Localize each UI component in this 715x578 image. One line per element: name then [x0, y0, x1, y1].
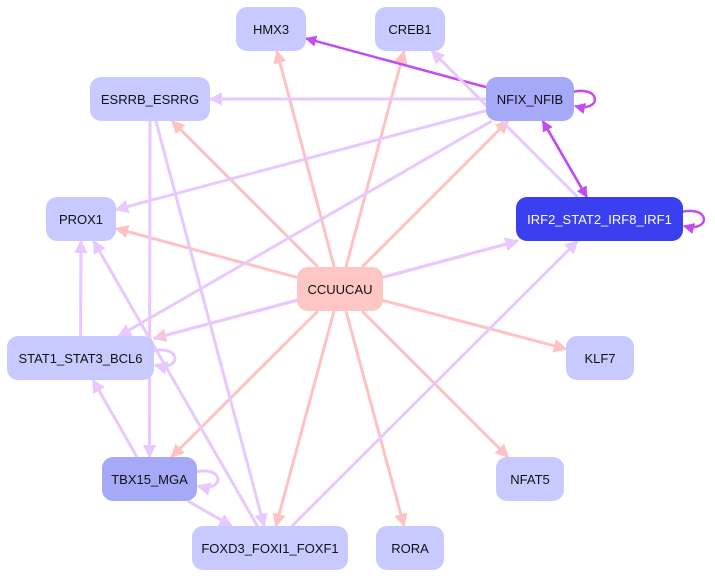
node-nfix-nfib[interactable]: NFIX_NFIB	[486, 77, 574, 121]
node-nfat5[interactable]: NFAT5	[496, 457, 564, 501]
self-loop-stat1_stat3_bcl6	[151, 348, 177, 375]
edge-ccuucau-to-esrrb_esrrg	[170, 119, 320, 269]
edge-nfix_nfib-to-stat1_stat3_bcl6	[117, 119, 493, 338]
node-creb1[interactable]: CREB1	[375, 7, 445, 51]
self-loop-nfix_nfib	[571, 89, 597, 114]
edge-irf2_stat2_irf8_irf1-to-nfix_nfib	[541, 120, 588, 198]
edge-ccuucau-to-klf7	[382, 298, 568, 353]
node-ccuucau[interactable]: CCUUCAU	[297, 267, 383, 311]
self-loop-tbx15_mga	[194, 469, 220, 496]
edge-foxd3_foxi1_foxf1-to-irf2_stat2_irf8_irf1	[290, 239, 579, 528]
node-irf2-stat2-irf8-irf1[interactable]: IRF2_STAT2_IRF8_IRF1	[516, 197, 683, 241]
edge-tbx15_mga-to-stat1_stat3_bcl6	[91, 378, 139, 458]
node-hmx3[interactable]: HMX3	[236, 7, 306, 51]
node-rora[interactable]: RORA	[376, 526, 444, 570]
edge-tbx15_mga-to-foxd3_foxi1_foxf1	[187, 499, 233, 528]
node-prox1[interactable]: PROX1	[46, 197, 116, 241]
edge-nfix_nfib-to-hmx3	[304, 35, 487, 89]
edge-irf2_stat2_irf8_irf1-to-creb1	[430, 49, 579, 199]
node-foxd3-foxi1-foxf1[interactable]: FOXD3_FOXI1_FOXF1	[192, 526, 348, 570]
edge-ccuucau-to-nfix_nfib	[360, 119, 510, 269]
edge-ccuucau-to-foxd3_foxi1_foxf1	[272, 310, 336, 528]
node-stat1-stat3-bcl6[interactable]: STAT1_STAT3_BCL6	[7, 336, 154, 380]
edge-ccuucau-to-tbx15_mga	[170, 309, 320, 459]
node-esrrb-esrrg[interactable]: ESRRB_ESRRG	[90, 77, 210, 121]
node-klf7[interactable]: KLF7	[566, 336, 634, 380]
edge-foxd3_foxi1_foxf1-to-prox1	[92, 239, 259, 527]
edge-ccuucau-to-prox1	[114, 225, 298, 279]
self-loop-irf2_stat2_irf8_irf1	[680, 209, 706, 234]
edge-nfix_nfib-to-prox1	[114, 109, 487, 214]
edge-ccuucau-to-rora	[344, 310, 408, 528]
edge-ccuucau-to-creb1	[344, 49, 408, 268]
node-tbx15-mga[interactable]: TBX15_MGA	[102, 457, 197, 501]
